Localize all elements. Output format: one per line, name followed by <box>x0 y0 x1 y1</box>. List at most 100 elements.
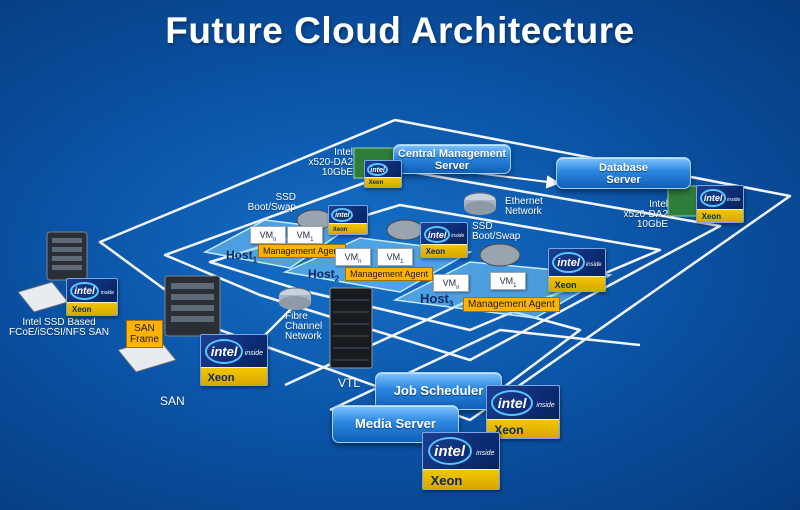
xeon-brand: Xeon <box>368 180 384 187</box>
xeon-brand: Xeon <box>72 305 92 315</box>
host1-vm-n[interactable]: VMn <box>250 226 286 244</box>
xeon-brand: Xeon <box>554 280 577 291</box>
host3-vm-n[interactable]: VMn <box>433 274 469 292</box>
ssd-san-label: Intel SSD Based FCoE/iSCSI/NFS SAN <box>8 317 110 338</box>
xeon-badge-job-scheduler: intel inside Xeon <box>486 385 560 439</box>
database-server-label: Database Server <box>599 162 648 186</box>
intel-logo: intel <box>367 163 389 177</box>
xeon-bar <box>487 419 559 438</box>
vm-sub: n <box>273 236 277 243</box>
vtl-rack <box>329 287 373 369</box>
fibre-hub <box>278 287 312 310</box>
ethernet-network-label: Ethernet Network <box>505 196 543 217</box>
xeon-badge-ssd-san: intel inside Xeon <box>66 278 118 316</box>
xeon-bar <box>423 468 499 489</box>
intel-logo: intel <box>331 208 354 223</box>
intel-inside: inside <box>476 449 495 457</box>
xeon-badge-san: intel inside Xeon <box>200 334 268 386</box>
intel-logo: intel <box>427 437 472 466</box>
host2-vm-1[interactable]: VM1 <box>377 248 413 266</box>
ssd-card-left <box>17 281 69 313</box>
xeon-bar <box>329 223 367 234</box>
host-label-text: Host <box>308 267 335 281</box>
host-label-text: Host <box>226 248 253 262</box>
xeon-brand: Xeon <box>207 372 235 384</box>
xeon-brand: Xeon <box>701 212 722 222</box>
intel-logo: intel <box>491 390 534 417</box>
san-frame-badge: SAN Frame <box>126 320 163 348</box>
fibre-channel-label: Fibre Channel Network <box>285 311 323 342</box>
vtl-label: VTL <box>338 376 361 390</box>
host-label-sub: 2 <box>334 274 340 284</box>
vm-label: VM <box>344 252 359 262</box>
intel-inside: inside <box>727 196 741 203</box>
nic-right-label: Intel x520-DA2 10GbE <box>623 199 668 230</box>
network-middle-ring <box>163 168 722 362</box>
central-management-server[interactable]: Central Management Server <box>393 144 511 174</box>
page-title: Future Cloud Architecture <box>165 10 635 51</box>
host2-management-agent[interactable]: Management Agent <box>345 267 434 281</box>
database-server[interactable]: Database Server <box>556 157 691 189</box>
xeon-bar <box>697 208 743 222</box>
host3-vm-1[interactable]: VM1 <box>490 272 526 290</box>
san-tower <box>164 275 221 337</box>
nic-left-label: Intel x520-DA2 10GbE <box>308 147 353 178</box>
intel-inside: inside <box>585 261 602 268</box>
xeon-bar <box>549 275 605 291</box>
xeon-badge-media: intel inside Xeon <box>422 432 500 490</box>
xeon-badge-host3: intel inside Xeon <box>548 248 606 292</box>
host-label-text: Host <box>420 291 449 306</box>
ssd-boot-right-label: SSD Boot/Swap <box>472 221 521 242</box>
intel-logo: intel <box>699 188 727 207</box>
intel-inside: inside <box>100 289 114 296</box>
host-drive-3 <box>479 243 521 267</box>
intel-inside: inside <box>244 350 264 357</box>
vm-sub: n <box>456 284 460 291</box>
host1-management-agent[interactable]: Management Agent <box>258 244 347 258</box>
vm-label: VM <box>259 230 274 240</box>
xeon-brand: Xeon <box>332 227 348 234</box>
xeon-bar <box>201 367 267 385</box>
host2-label: Host2 <box>308 267 339 283</box>
job-scheduler-label: Job Scheduler <box>393 383 484 398</box>
vm-sub: n <box>358 258 362 265</box>
media-server-label: Media Server <box>355 416 436 431</box>
host2-vm-n[interactable]: VMn <box>335 248 371 266</box>
central-management-label: Central Management Server <box>397 148 507 172</box>
xeon-bar <box>421 244 467 257</box>
xeon-bar <box>365 177 401 187</box>
vm-sub: 1 <box>513 282 517 289</box>
xeon-brand: Xeon <box>494 422 524 437</box>
host-drive-2 <box>386 219 424 241</box>
host-label-sub: 3 <box>448 299 454 309</box>
vm-label: VM <box>442 278 457 288</box>
host3-label: Host3 <box>420 291 453 309</box>
intel-logo: intel <box>204 339 244 364</box>
host1-vm-1[interactable]: VM1 <box>287 226 323 244</box>
xeon-brand: Xeon <box>430 472 463 488</box>
intel-logo: intel <box>70 281 99 300</box>
host1-label: Host1 <box>226 248 257 264</box>
xeon-badge-host2: intel inside Xeon <box>420 222 468 258</box>
vm-label: VM <box>499 276 514 286</box>
vm-label: VM <box>386 252 401 262</box>
host-label-sub: 1 <box>252 255 258 265</box>
intel-logo: intel <box>552 252 585 274</box>
storage-tower-left <box>46 231 88 281</box>
intel-inside: inside <box>536 401 555 409</box>
ethernet-hub <box>463 192 497 215</box>
xeon-brand: Xeon <box>425 247 446 257</box>
san-label: SAN <box>160 394 185 408</box>
xeon-badge-database: intel inside Xeon <box>696 185 744 223</box>
vm-sub: 1 <box>310 236 314 243</box>
job-scheduler-server[interactable]: Job Scheduler <box>375 372 502 410</box>
ssd-boot-left-label: SSD Boot/Swap <box>247 192 296 213</box>
intel-inside: inside <box>451 233 465 240</box>
xeon-badge-central: intel Xeon <box>364 160 402 188</box>
xeon-bar <box>67 301 117 315</box>
xeon-badge-host1: intel Xeon <box>328 205 368 235</box>
intel-logo: intel <box>423 225 451 243</box>
host3-management-agent[interactable]: Management Agent <box>463 297 560 312</box>
vm-sub: 1 <box>400 258 404 265</box>
